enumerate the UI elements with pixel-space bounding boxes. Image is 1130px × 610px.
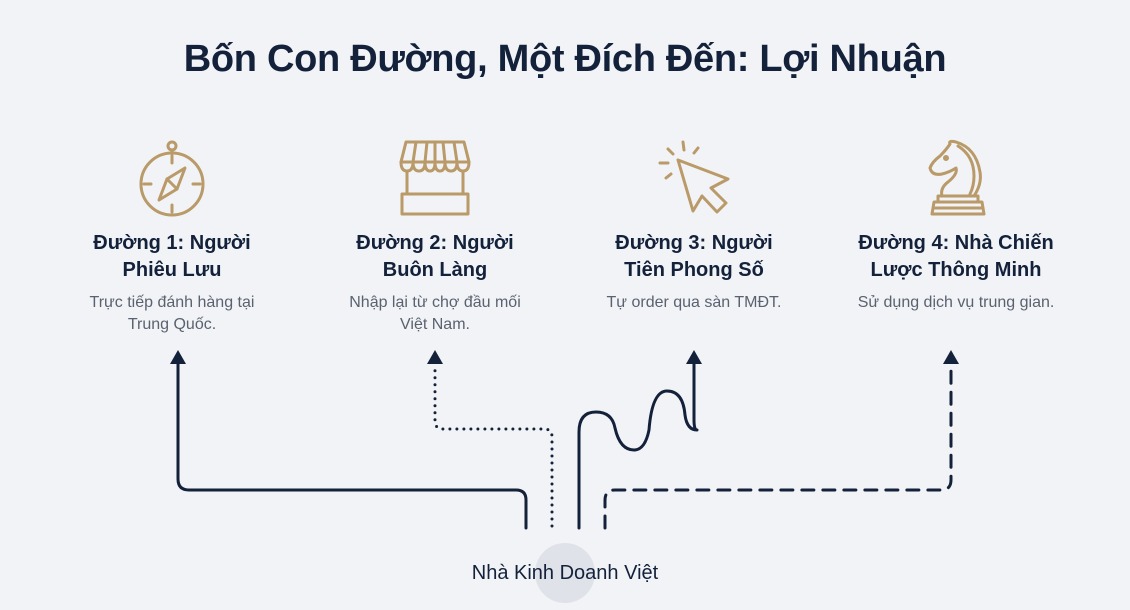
path-3-description: Tự order qua sàn TMĐT. — [606, 294, 782, 311]
path-1-description: Trực tiếp đánh hàng tại Trung Quốc. — [89, 294, 255, 333]
path-2-description: Nhập lại từ chợ đầu mối Việt Nam. — [349, 294, 521, 333]
path-1-name: Đường 1: Người Phiêu Lưu — [93, 232, 251, 281]
path-4-name: Đường 4: Nhà Chiến Lược Thông Minh — [858, 232, 1054, 281]
compass-icon — [139, 140, 205, 217]
path-card-4: Đường 4: Nhà Chiến Lược Thông Minh Sử dụ… — [831, 138, 1081, 314]
path-card-1: Đường 1: Người Phiêu Lưu Trực tiếp đánh … — [47, 138, 297, 336]
origin-circle — [535, 543, 595, 603]
path-card-2: Đường 2: Người Buôn Làng Nhập lại từ chợ… — [310, 138, 560, 336]
cursor-click-icon — [658, 140, 730, 214]
path-2-name: Đường 2: Người Buôn Làng — [356, 232, 514, 281]
route-1-solid — [170, 350, 528, 530]
path-card-3: Đường 3: Người Tiên Phong Số Tự order qu… — [569, 138, 819, 314]
route-3-wavy — [577, 350, 702, 530]
path-4-description: Sử dụng dịch vụ trung gian. — [857, 294, 1055, 311]
path-3-name: Đường 3: Người Tiên Phong Số — [615, 232, 773, 281]
route-4-dashed — [603, 350, 959, 530]
storefront-icon — [399, 140, 471, 216]
chess-knight-icon — [928, 139, 986, 216]
origin-label: Nhà Kinh Doanh Việt — [471, 562, 659, 584]
page-title: Bốn Con Đường, Một Đích Đến: Lợi Nhuận — [183, 38, 947, 80]
route-2-dotted — [427, 350, 554, 528]
